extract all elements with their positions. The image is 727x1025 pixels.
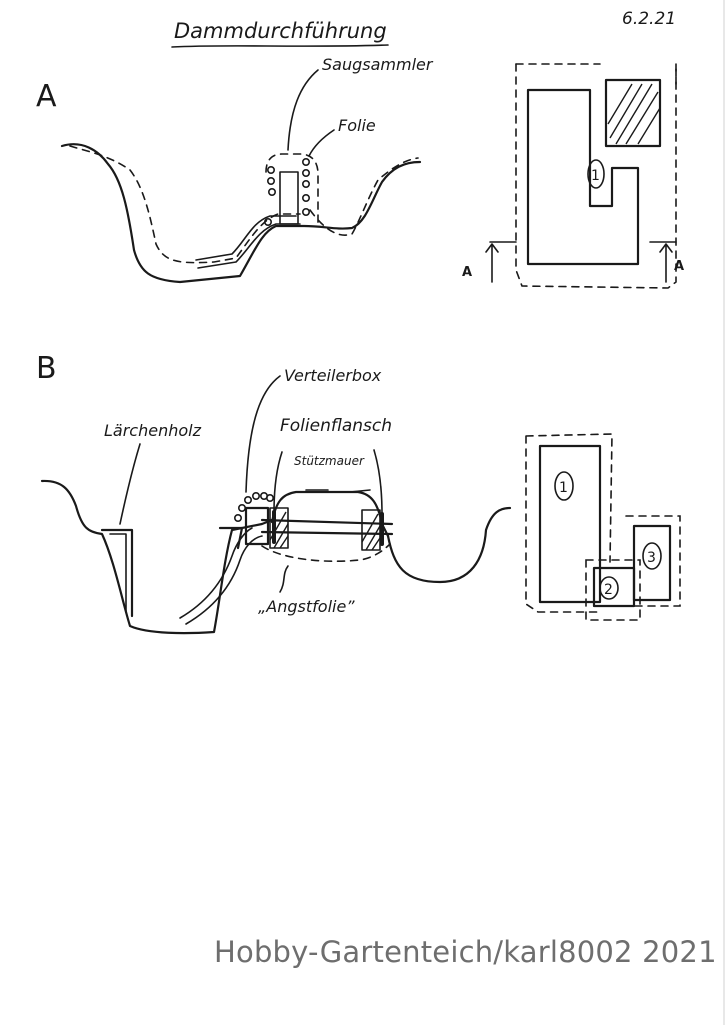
collector-liner [265, 153, 319, 227]
plan-a-cut-left: A [462, 265, 472, 280]
label-saugsammler: Saugsammler [322, 55, 434, 74]
gravel-a [263, 158, 310, 227]
pond-b-ground-line [40, 479, 512, 635]
retaining-wall-right [361, 509, 381, 551]
dam-top [270, 490, 390, 538]
pipe-b-upper [179, 527, 253, 619]
label-folie: Folie [338, 116, 376, 135]
section-b-label: B [36, 351, 57, 386]
plan-a-zone-number: 1 [591, 168, 600, 184]
plan-b-zone-1: 1 [559, 480, 568, 496]
label-laerchenholz: Lärchenholz [104, 421, 202, 440]
date: 6.2.21 [622, 9, 676, 29]
collector-box [279, 171, 299, 225]
plan-a-cut-right: A [674, 259, 684, 274]
label-angstfolie: „Angstfolie” [258, 597, 355, 616]
leader-folienflansch-right [373, 449, 383, 515]
leader-angstfolie [279, 565, 289, 593]
title: Dammdurchführung [174, 19, 387, 43]
leader-verteilerbox [245, 375, 281, 493]
section-a-label: A [36, 79, 57, 114]
flange-pipe-lower [260, 530, 394, 536]
leader-saugsammler [287, 69, 319, 151]
pipe-b-lower [185, 535, 263, 625]
angst-liner [261, 543, 391, 563]
label-verteilerbox: Verteilerbox [284, 366, 382, 385]
title-underline [171, 44, 389, 48]
flange-pipe-upper [260, 518, 394, 526]
leader-folienflansch-left [273, 451, 283, 513]
pipe-a-upper [195, 215, 297, 261]
pond-a-liner [69, 145, 419, 264]
distribution-box [244, 506, 270, 546]
larch-board-left-inner [109, 533, 127, 613]
plan-b-zone-3: 3 [647, 550, 656, 566]
leader-folie [308, 129, 335, 157]
label-stuetzmauer: Stützmauer [294, 454, 365, 468]
pond-a-ground-line [60, 143, 422, 284]
plan-b: 1 2 3 [525, 433, 681, 621]
leader-laerchenholz [119, 443, 141, 525]
watermark: Hobby-Gartenteich/karl8002 2021 [214, 935, 717, 969]
pipe-a-lower [197, 223, 301, 269]
plan-a: 1 A A [462, 63, 684, 289]
label-folienflansch: Folienflansch [280, 416, 392, 436]
gravel-b [234, 491, 274, 522]
larch-board-left [100, 528, 134, 618]
plan-b-zone-2: 2 [604, 582, 613, 598]
